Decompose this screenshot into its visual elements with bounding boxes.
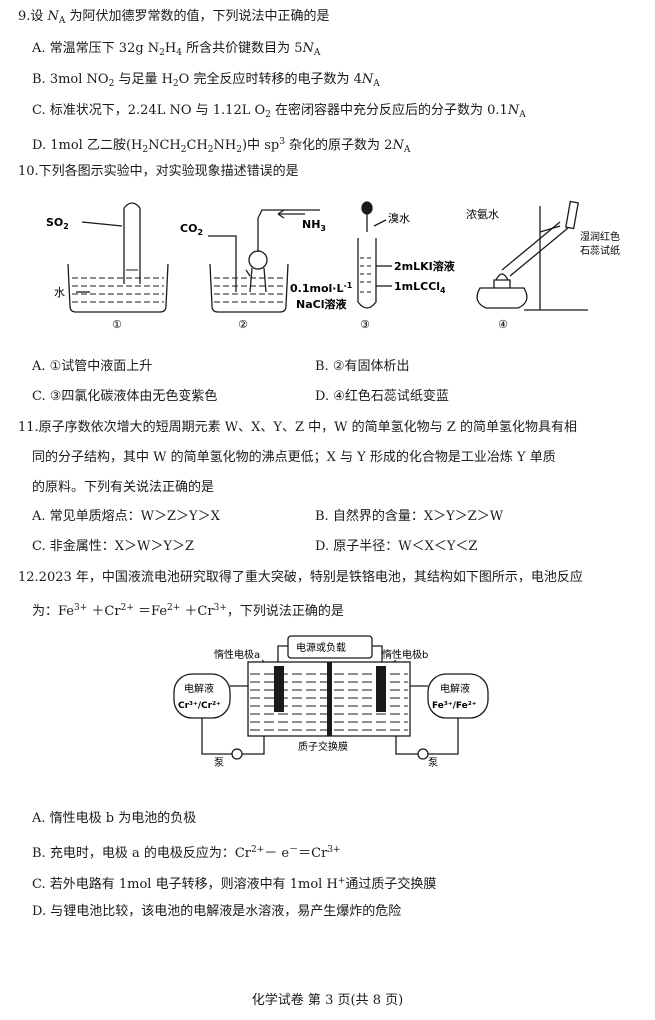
- experiment-3: [357, 201, 392, 309]
- label-electrode-b: 惰性电极b: [382, 648, 428, 661]
- external-circuit: [277, 635, 383, 666]
- experiment-2: [208, 209, 320, 313]
- q10-option-d: D. ④红色石蕊试纸变蓝: [315, 389, 449, 404]
- experiment-1: [67, 202, 169, 313]
- label-power-load: 电源或负载: [296, 641, 346, 654]
- electrolyte-tanks: [173, 673, 489, 719]
- label-litmus-2: 石蕊试纸: [580, 244, 620, 257]
- q12-stem-line-2: 为：Fe3+ ＋Cr2+ ＝Fe2+ ＋Cr3+，下列说法正确的是: [32, 603, 344, 619]
- q10-stem: 10.下列各图示实验中，对实验现象描述错误的是: [18, 164, 299, 179]
- electrode-b: [376, 666, 386, 712]
- electrode-a: [274, 666, 284, 712]
- q10-experiment-figure: SO2 水 ① CO2 NH3 0.1mol·L-1 NaCl溶液 ②: [46, 200, 620, 331]
- label-ions-right: Fe³⁺/Fe²⁺: [432, 701, 477, 711]
- label-exp-4: ④: [498, 318, 508, 331]
- label-co2: CO2: [180, 222, 203, 237]
- label-litmus-1: 湿润红色: [580, 230, 620, 243]
- label-ki: 2mLKI溶液: [394, 259, 456, 273]
- q9-option-b: B. 3mol NO2 与足量 H2O 完全反应时转移的电子数为 4NA: [32, 72, 380, 89]
- q12-stem-line-1: 12.2023 年，中国液流电池研究取得了重大突破，特别是铁铬电池，其结构如下图…: [18, 570, 583, 585]
- q10-option-a: A. ①试管中液面上升: [32, 359, 153, 374]
- proton-exchange-membrane: [327, 662, 332, 736]
- label-electrolyte-left: 电解液: [184, 682, 214, 695]
- q12-option-a: A. 惰性电极 b 为电池的负极: [32, 811, 197, 826]
- label-electrolyte-right: 电解液: [440, 682, 470, 695]
- page-number: 3: [325, 993, 334, 1008]
- q9-option-d: D. 1mol 乙二胺(H2NCH2CH2NH2)中 sp3 杂化的原子数为 2…: [32, 137, 411, 155]
- page-footer: 化学试卷 第 3 页(共 8 页): [251, 993, 404, 1008]
- pipes: [201, 685, 459, 755]
- pump-right-icon: [417, 748, 429, 760]
- label-water: 水: [54, 286, 65, 299]
- label-exp-3: ③: [360, 318, 370, 331]
- label-membrane: 质子交换膜: [298, 740, 348, 753]
- q12-option-b: B. 充电时，电极 a 的电极反应为：Cr2+－ e－＝Cr3+: [32, 845, 341, 861]
- q11-stem-line-1: 11.原子序数依次增大的短周期元素 W、X、Y、Z 中，W 的简单氢化物与 Z …: [18, 420, 577, 435]
- label-nacl-conc: 0.1mol·L-1: [290, 281, 353, 295]
- experiment-4: [476, 200, 588, 311]
- q11-option-d: D. 原子半径：W＜X＜Y＜Z: [315, 539, 478, 554]
- page-total: 8: [372, 993, 381, 1008]
- q11-option-b: B. 自然界的含量：X＞Y＞Z＞W: [315, 509, 504, 524]
- q12-option-c: C. 若外电路有 1mol 电子转移，则溶液中有 1mol H+通过质子交换膜: [32, 876, 437, 892]
- label-nacl: NaCl溶液: [296, 297, 347, 311]
- q10-option-b: B. ②有固体析出: [315, 359, 410, 374]
- label-ccl4: 1mLCCl4: [394, 280, 446, 295]
- q11-option-a: A. 常见单质熔点：W＞Z＞Y＞X: [32, 509, 220, 524]
- q11-stem-line-3: 的原料。下列有关说法正确的是: [32, 480, 215, 495]
- q9-option-a: A. 常温常压下 32g N2H4 所含共价键数目为 5NA: [32, 41, 321, 58]
- label-exp-2: ②: [238, 318, 248, 331]
- label-so2: SO2: [46, 216, 69, 231]
- pump-left-icon: [231, 748, 243, 760]
- label-pump-left: 泵: [214, 757, 224, 769]
- q11-option-c: C. 非金属性：X＞W＞Y＞Z: [32, 539, 194, 554]
- label-pump-right: 泵: [428, 757, 438, 769]
- q12-option-d: D. 与锂电池比较，该电池的电解液是水溶液，易产生爆炸的危险: [32, 904, 402, 919]
- label-ions-left: Cr³⁺/Cr²⁺: [178, 701, 221, 711]
- q11-stem-line-2: 同的分子结构，其中 W 的简单氢化物的沸点更低；X 与 Y 形成的化合物是工业冶…: [32, 450, 556, 465]
- q9-option-c: C. 标准状况下，2.24L NO 与 1.12L O2 在密闭容器中充分反应后…: [32, 103, 526, 120]
- label-ammonia-water: 浓氨水: [466, 208, 499, 221]
- label-bromine: 溴水: [388, 211, 410, 225]
- label-exp-1: ①: [112, 318, 122, 331]
- q12-battery-figure: 电源或负载 惰性电极a 惰性电极b 电解液 Cr³⁺/Cr²⁺ 电解液 Fe³⁺…: [173, 635, 489, 769]
- q9-stem: 9.设 NA 为阿伏加德罗常数的值，下列说法中正确的是: [18, 9, 330, 26]
- label-nh3: NH3: [302, 218, 326, 233]
- label-electrode-a: 惰性电极a: [214, 648, 260, 661]
- arrowhead-nh3: [277, 209, 285, 219]
- q10-option-c: C. ③四氯化碳液体由无色变紫色: [32, 389, 218, 404]
